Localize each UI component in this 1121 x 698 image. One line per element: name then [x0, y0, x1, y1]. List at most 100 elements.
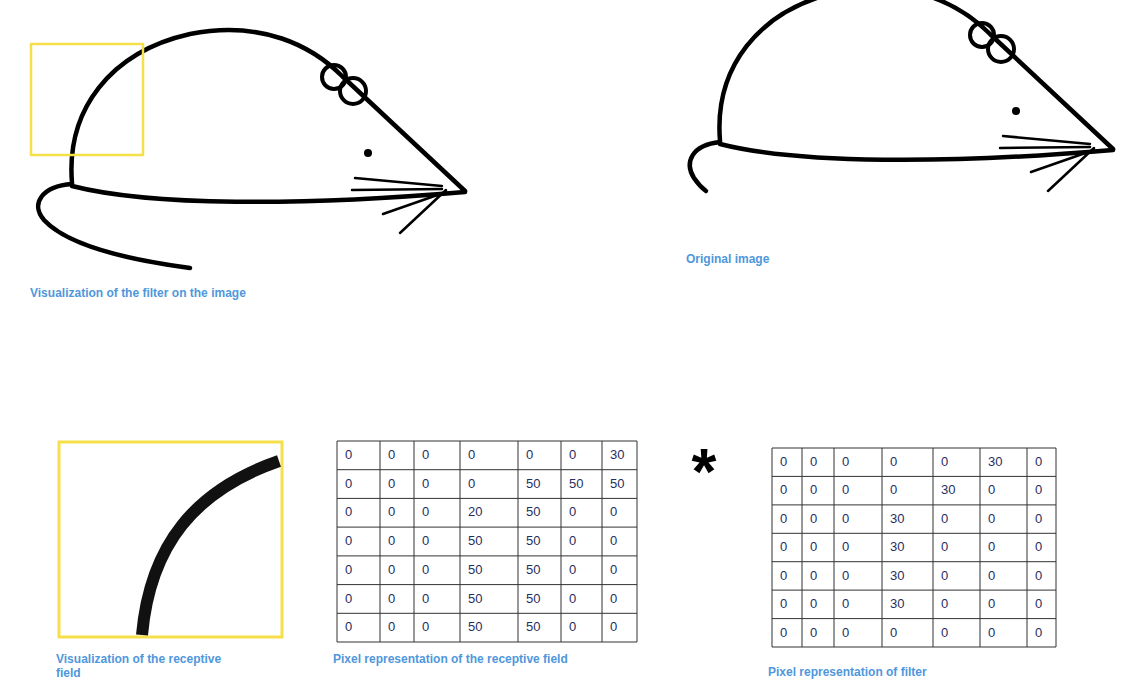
table-cell: 0: [414, 470, 460, 499]
table-cell: 0: [337, 556, 380, 585]
caption: Visualization of the filter on the image: [30, 286, 390, 300]
table-cell: 0: [602, 498, 637, 527]
table-cell: 0: [1027, 590, 1056, 618]
table-cell: 30: [882, 590, 933, 618]
table-cell: 0: [561, 527, 602, 556]
table-cell: 30: [882, 505, 933, 533]
table-cell: 0: [602, 527, 637, 556]
table-grid: [337, 441, 637, 642]
table-cell: 0: [414, 613, 460, 642]
table-cell: 0: [980, 476, 1027, 504]
table-cell: 0: [1027, 533, 1056, 561]
table-cell: 0: [933, 448, 980, 476]
table-cell: 0: [772, 476, 802, 504]
table-cell: 0: [337, 441, 380, 470]
convolution-operator: *: [672, 440, 736, 504]
table-cell: 50: [460, 585, 518, 614]
receptive-field-view: [59, 442, 282, 637]
table-cell: 0: [337, 613, 380, 642]
table-cell: 0: [337, 498, 380, 527]
table-cell: 0: [518, 441, 561, 470]
table-cell: 30: [882, 533, 933, 561]
caption: Original image: [686, 252, 886, 266]
table-cell: 30: [933, 476, 980, 504]
mouse-eye: [364, 149, 372, 157]
table-cell: 50: [518, 470, 561, 499]
table-cell: 0: [980, 533, 1027, 561]
table-cell: 0: [602, 556, 637, 585]
table-cell: 0: [1027, 505, 1056, 533]
table-cell: 0: [802, 533, 834, 561]
table-cell: 0: [882, 448, 933, 476]
table-cell: 0: [414, 527, 460, 556]
table-cell: 0: [414, 498, 460, 527]
table-cell: 0: [772, 619, 802, 647]
table-cell: 0: [882, 619, 933, 647]
table-cell: 50: [460, 613, 518, 642]
table-cell: 50: [518, 585, 561, 614]
caption: Pixel representation of the receptive fi…: [333, 652, 583, 666]
table-cell: 0: [561, 498, 602, 527]
table-cell: 0: [980, 562, 1027, 590]
filter-window: [31, 44, 143, 155]
table-cell: 0: [802, 448, 834, 476]
table-cell: 0: [980, 505, 1027, 533]
table-cell: 0: [802, 562, 834, 590]
table-cell: 0: [834, 505, 882, 533]
table-cell: 0: [772, 448, 802, 476]
table-cell: 0: [834, 448, 882, 476]
table-cell: 0: [802, 590, 834, 618]
table-cell: 0: [933, 505, 980, 533]
original-mouse: [690, 0, 1113, 191]
table-cell: 0: [772, 505, 802, 533]
table-cell: 50: [518, 498, 561, 527]
edge-curve: [142, 461, 279, 635]
table-cell: 0: [414, 585, 460, 614]
table-cell: 0: [1027, 562, 1056, 590]
table-cell: 0: [1027, 476, 1056, 504]
table-cell: 0: [834, 590, 882, 618]
table-cell: 30: [980, 448, 1027, 476]
table-cell: 0: [380, 470, 414, 499]
table-cell: 0: [337, 585, 380, 614]
table-cell: 0: [980, 619, 1027, 647]
table-cell: 0: [980, 590, 1027, 618]
table-cell: 0: [602, 613, 637, 642]
mouse-ear: [340, 78, 366, 104]
mouse-ear: [988, 36, 1014, 62]
table-cell: 0: [834, 619, 882, 647]
table-cell: 30: [602, 441, 637, 470]
table-cell: 0: [1027, 619, 1056, 647]
table-cell: 50: [561, 470, 602, 499]
table-cell: 0: [1027, 448, 1056, 476]
table-cell: 0: [337, 470, 380, 499]
table-cell: 0: [380, 585, 414, 614]
mouse-tail: [690, 142, 720, 191]
caption: Visualization of the receptive field: [56, 652, 234, 680]
mouse-whiskers: [352, 178, 446, 233]
caption: Pixel representation of filter: [768, 665, 1048, 679]
table-cell: 0: [380, 498, 414, 527]
table-cell: 0: [561, 441, 602, 470]
table-cell: 0: [602, 585, 637, 614]
table-cell: 0: [933, 619, 980, 647]
table-cell: 50: [518, 556, 561, 585]
table-cell: 0: [380, 441, 414, 470]
table-cell: 0: [460, 470, 518, 499]
table-cell: 0: [802, 619, 834, 647]
table-cell: 0: [933, 562, 980, 590]
table-cell: 0: [933, 533, 980, 561]
mouse-eye: [1012, 107, 1020, 115]
table-cell: 0: [834, 533, 882, 561]
receptive-field-frame: [59, 442, 282, 637]
table-cell: 0: [561, 613, 602, 642]
table-cell: 50: [518, 613, 561, 642]
table-cell: 50: [602, 470, 637, 499]
table-cell: 0: [882, 476, 933, 504]
table-cell: 0: [834, 562, 882, 590]
table-cell: 0: [380, 527, 414, 556]
table-cell: 0: [337, 527, 380, 556]
mouse-whiskers: [1000, 136, 1094, 191]
table-cell: 50: [518, 527, 561, 556]
